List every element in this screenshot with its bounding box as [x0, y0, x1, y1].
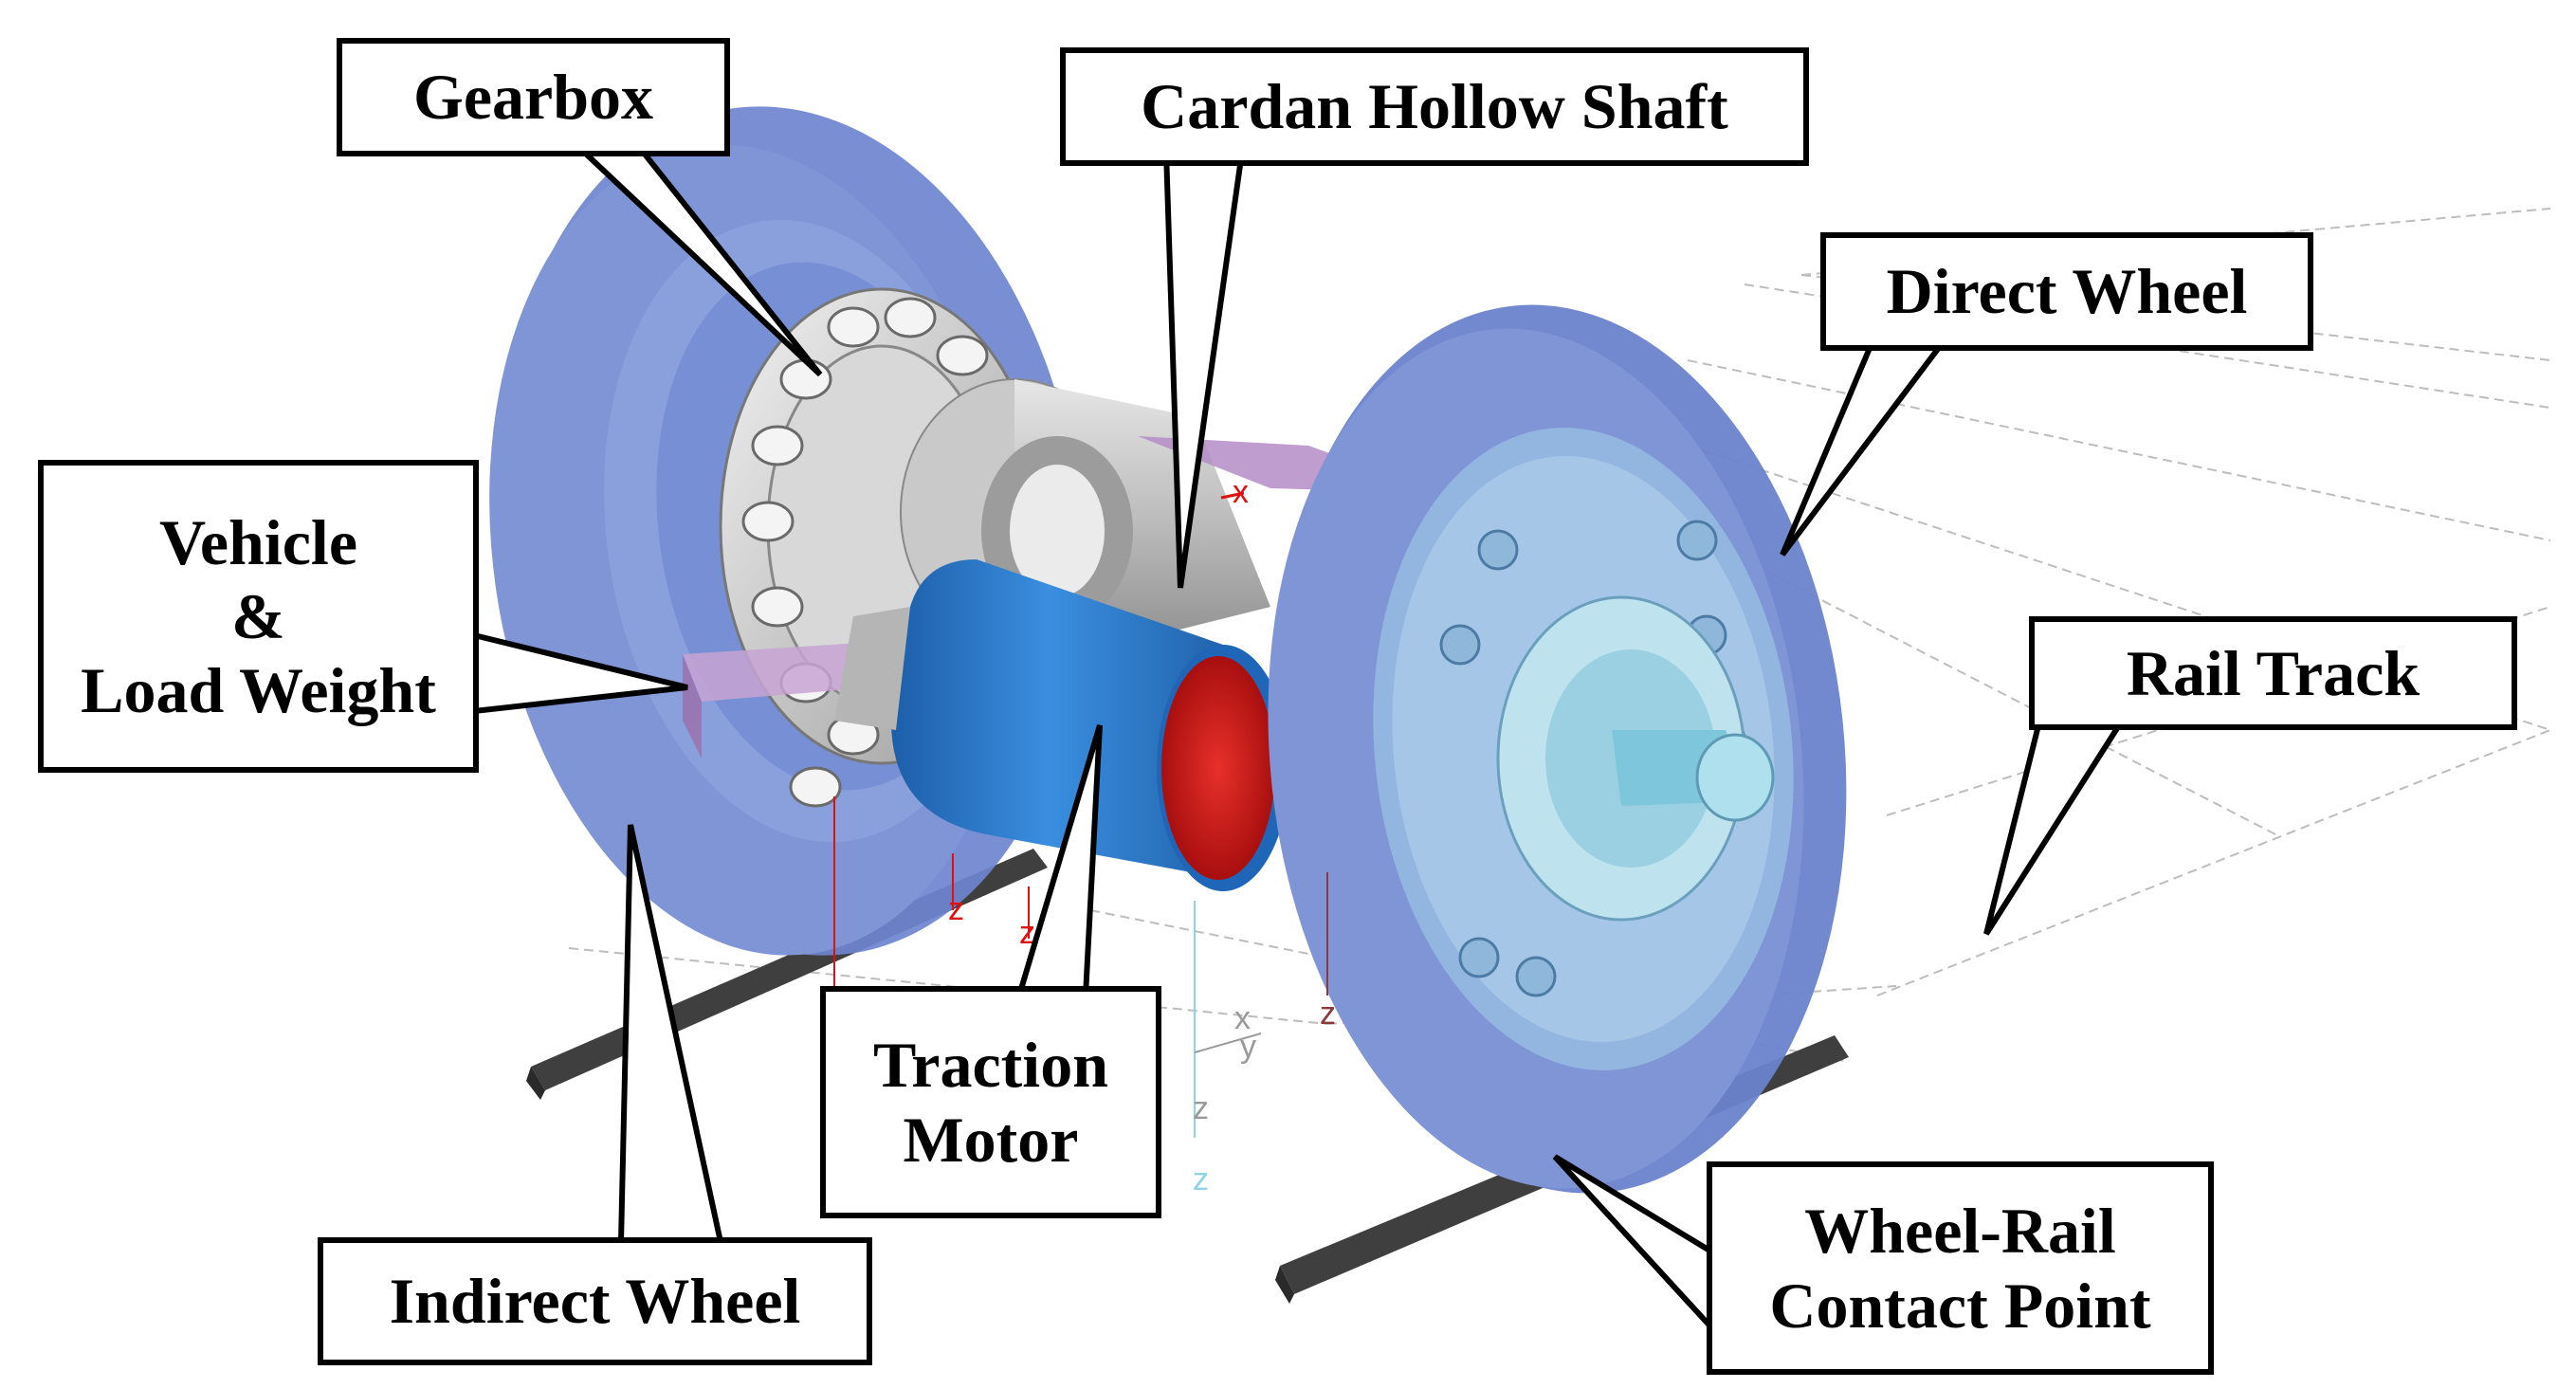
label-cardan-hollow-shaft: Cardan Hollow Shaft: [1060, 47, 1809, 166]
label-cardan-text: Cardan Hollow Shaft: [1141, 70, 1728, 143]
label-contact-line2: Contact Point: [1769, 1269, 2151, 1342]
leader-rail-track: [1983, 722, 2125, 936]
label-vehicle-load-weight: Vehicle & Load Weight: [38, 460, 479, 773]
axis-x-gray: x: [1234, 1000, 1251, 1036]
axis-z-2: z: [948, 891, 964, 927]
label-gearbox: Gearbox: [337, 38, 730, 156]
label-direct-wheel: Direct Wheel: [1820, 232, 2313, 351]
axis-z-cyan: z: [1193, 1161, 1209, 1197]
axis-x-top: x: [1233, 474, 1249, 510]
label-contact-line1: Wheel-Rail: [1804, 1195, 2116, 1268]
label-rail-track-text: Rail Track: [2126, 636, 2421, 709]
label-rail-track: Rail Track: [2029, 616, 2517, 730]
label-traction-motor: Traction Motor: [820, 986, 1161, 1218]
label-traction-line1: Traction: [872, 1029, 1109, 1102]
label-vehicle-line2: &: [231, 579, 285, 652]
label-gearbox-text: Gearbox: [412, 61, 654, 134]
label-indirect-wheel-text: Indirect Wheel: [389, 1265, 801, 1338]
label-indirect-wheel: Indirect Wheel: [318, 1237, 872, 1365]
label-vehicle-line3: Load Weight: [81, 654, 436, 727]
traction-motor-shape: [834, 559, 1289, 891]
label-vehicle-line1: Vehicle: [158, 505, 357, 578]
direct-wheel-shape: [1268, 304, 1847, 1194]
axis-z-gray: z: [1193, 1090, 1209, 1126]
axis-z-3: z: [1019, 915, 1035, 951]
cardan-shaft-shape: [900, 378, 1270, 654]
axis-z-4: z: [1320, 996, 1336, 1032]
axis-y-gray: y: [1240, 1029, 1256, 1065]
label-traction-line2: Motor: [903, 1103, 1079, 1176]
label-wheel-rail-contact: Wheel-Rail Contact Point: [1707, 1161, 2214, 1375]
label-direct-wheel-text: Direct Wheel: [1886, 255, 2248, 328]
